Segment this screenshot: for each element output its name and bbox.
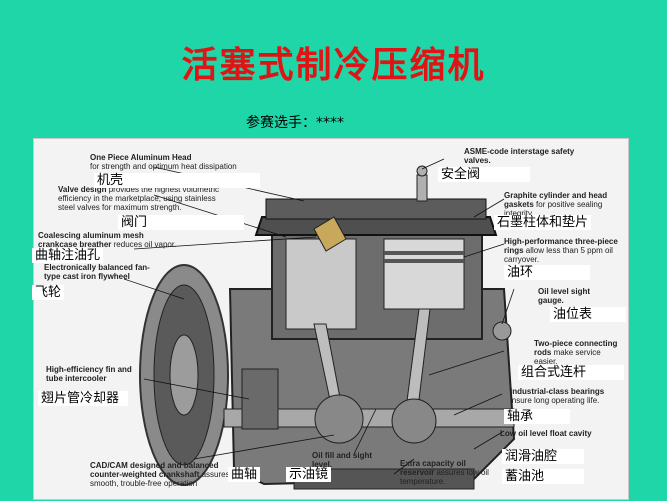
label-cn-gauge: 油位表 [550, 307, 626, 322]
label-en-reservoir: Extra capacity oil reservoir assures low… [400, 459, 489, 486]
label-cn-crankshaft: 曲轴 [228, 467, 261, 482]
label-en-gauge: Oil level sight gauge. [538, 287, 591, 305]
label-cn-reservoir: 蓄油池 [502, 469, 584, 484]
label-en-rings: High-performance three-piece rings allow… [504, 237, 618, 264]
label-cn-safety: 安全阀 [438, 167, 530, 182]
label-en-rods: Two-piece connecting rods make service e… [534, 339, 618, 366]
label-cn-rods: 组合式连杆 [518, 365, 624, 380]
contestant-label: 参赛选手：**** [246, 115, 344, 131]
label-en-flywheel: Electronically balanced fan-type cast ir… [44, 263, 150, 281]
label-en-crankshaft: CAD/CAM designed and balanced counter-we… [90, 461, 230, 488]
label-cn-flywheel: 飞轮 [32, 285, 65, 300]
label-cn-rings: 油环 [504, 265, 590, 280]
label-en-intercooler: High-efficiency fin and tube intercooler [46, 365, 132, 383]
label-cn-gasket: 石墨柱体和垫片 [494, 215, 592, 230]
label-cn-sight: 示油镜 [286, 467, 332, 482]
label-en-bearings: Industrial-class bearings insure long op… [510, 387, 605, 405]
label-en-gasket: Graphite cylinder and head gaskets for p… [504, 191, 608, 218]
label-en-safety: ASME-code interstage safety valves. [464, 147, 575, 165]
label-en-breather: Coalescing aluminum mesh crankcase breat… [38, 231, 177, 249]
label-cn-breather: 曲轴注油孔 [32, 248, 104, 263]
label-cn-lube: 润滑油腔 [502, 449, 584, 464]
compressor-cutaway-illustration [123, 158, 516, 490]
label-cn-valve: 阀门 [118, 215, 244, 230]
label-en-oilfill: Oil fill and sight level. [312, 451, 372, 469]
safety-valve-drawing [416, 174, 428, 202]
label-cn-head: 机壳 [94, 173, 260, 188]
label-cn-bearings: 轴承 [504, 409, 570, 424]
slide-title: 活塞式制冷压缩机 [181, 44, 486, 86]
label-en-lowoil: Low oil level float cavity [500, 429, 592, 438]
head-drawing [254, 216, 498, 236]
piston-drawing [383, 238, 465, 310]
label-cn-intercooler: 翅片管冷却器 [38, 391, 128, 406]
label-en-valve: Valve design provides the highest volume… [58, 185, 219, 212]
